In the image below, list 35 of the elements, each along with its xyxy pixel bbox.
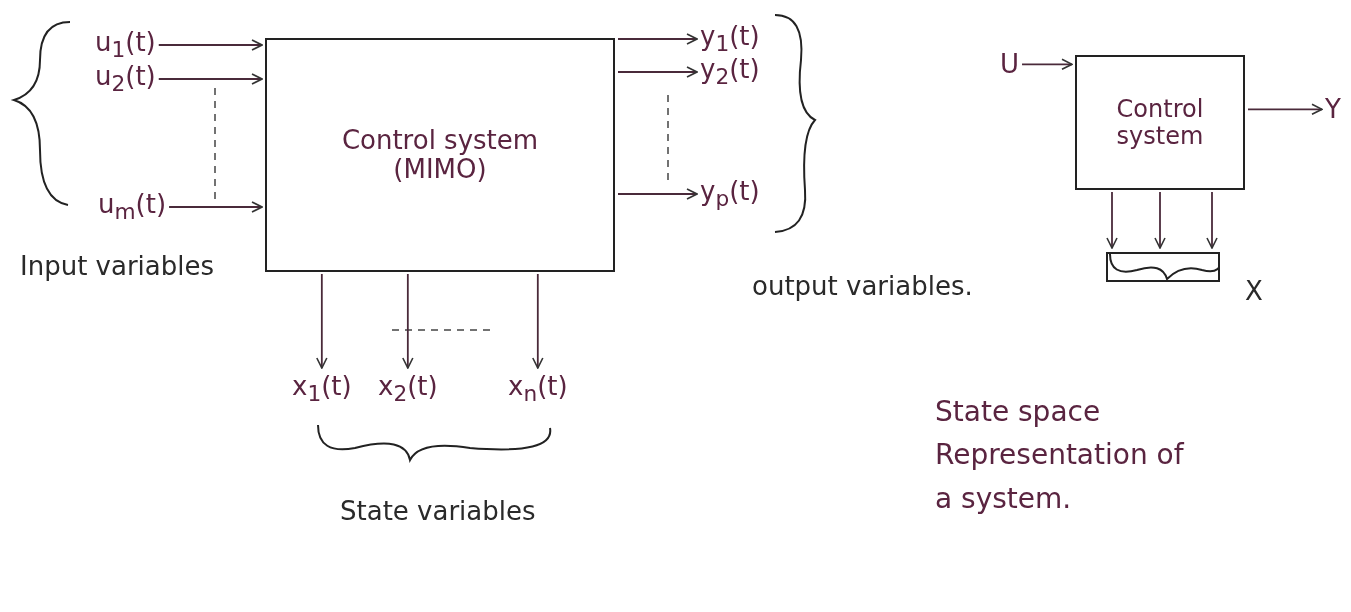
arrow [402,273,414,369]
arrow [157,73,263,85]
variable-label: y$_{2}$(t) [700,55,760,89]
arrow [617,33,698,45]
system-box [1075,55,1245,190]
arrow [316,273,328,369]
box-title: Control system [1115,96,1205,149]
arrow [1206,191,1218,249]
variable-label: U [1000,50,1020,79]
arrow [617,66,698,78]
arrow [617,188,698,200]
variable-label: u$_{2}$(t) [95,62,156,96]
annotation-label: output variables. [752,270,973,303]
arrow [1247,103,1323,116]
box-title: Control system (MIMO) [340,126,540,184]
annotation-label: X [1245,275,1263,308]
arrow [1021,58,1073,71]
system-box [265,38,615,272]
variable-label: y$_{1}$(t) [700,22,760,56]
variable-label: x$_{1}$(t) [292,372,352,406]
arrow [157,39,263,51]
variable-label: y$_{p}$(t) [700,177,760,211]
arrow [1106,191,1118,249]
annotation-label: State variables [340,495,536,528]
arrow [532,273,544,369]
variable-label: u$_{m}$(t) [98,190,167,224]
arrow [1154,191,1166,249]
variable-label: x$_{2}$(t) [378,372,438,406]
variable-label: u$_{1}$(t) [95,28,156,62]
curly-brace [1106,252,1220,282]
variable-label: Y [1325,95,1341,124]
annotation-label: Input variables [20,250,215,283]
caption-note: State space Representation of a system. [935,394,1185,517]
variable-label: x$_{n}$(t) [508,372,568,406]
arrow [168,201,263,213]
